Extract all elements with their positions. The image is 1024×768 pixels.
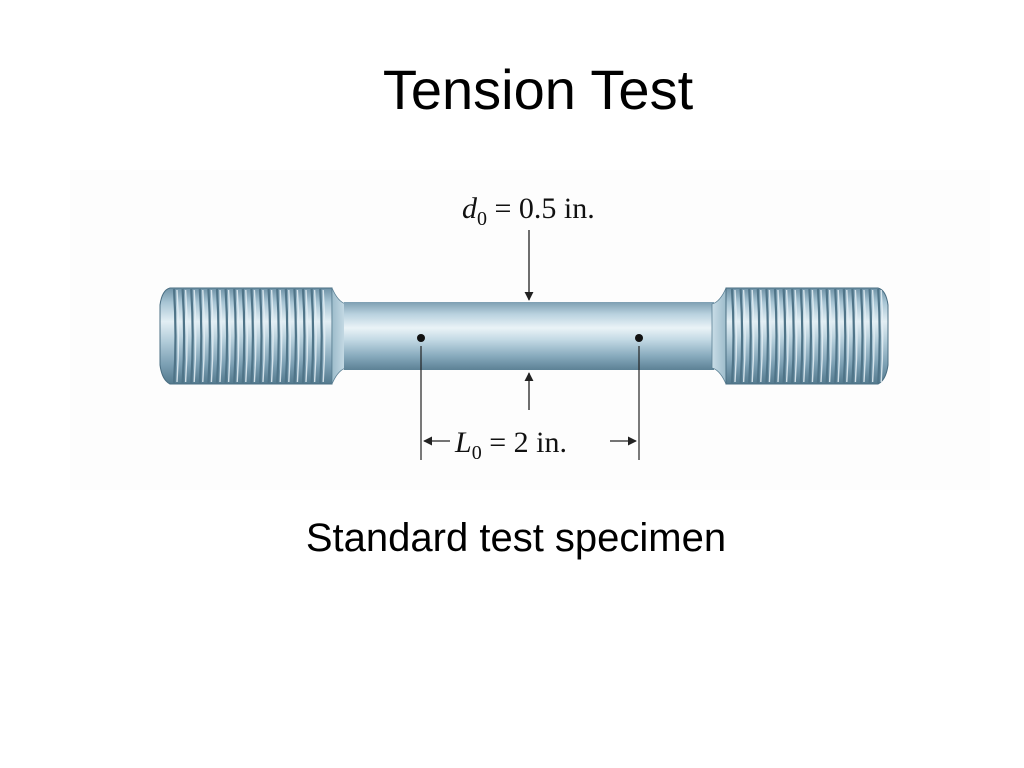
thread-ridge: [756, 288, 761, 384]
thread-highlight: [219, 289, 223, 383]
thread-ridge: [198, 288, 203, 384]
thread-ridge: [808, 288, 812, 384]
thread-ridge: [207, 288, 211, 384]
gauge-mark-right: [635, 334, 643, 342]
thread-ridge: [739, 288, 744, 384]
thread-ridge: [267, 288, 272, 384]
thread-highlight: [871, 289, 875, 383]
thread-ridge: [181, 288, 186, 384]
thread-ridge: [799, 288, 804, 384]
left-thread-ridges: [172, 288, 326, 384]
specimen-diagram: d0 = 0.5 in. L0 = 2 in.: [159, 192, 889, 464]
thread-highlight: [288, 289, 291, 383]
specimen-figure: d0 = 0.5 in. L0 = 2 in.: [70, 170, 990, 490]
thread-ridge: [293, 288, 297, 384]
thread-highlight: [854, 289, 858, 383]
thread-highlight: [742, 289, 746, 383]
thread-highlight: [176, 289, 180, 383]
thread-ridge: [233, 288, 237, 384]
thread-ridge: [851, 288, 855, 384]
thread-highlight: [313, 289, 317, 383]
thread-ridge: [258, 288, 263, 384]
gauge-mark-left: [417, 334, 425, 342]
thread-ridge: [190, 288, 194, 384]
thread-highlight: [803, 289, 806, 383]
thread-ridge: [816, 288, 821, 384]
thread-highlight: [846, 289, 849, 383]
diameter-symbol: d: [462, 192, 478, 225]
thread-highlight: [880, 289, 884, 383]
thread-ridge: [782, 288, 787, 384]
thread-ridge: [773, 288, 778, 384]
thread-ridge: [250, 288, 254, 384]
thread-ridge: [868, 288, 873, 384]
thread-highlight: [270, 289, 274, 383]
thread-highlight: [837, 289, 841, 383]
thread-ridge: [224, 288, 229, 384]
thread-ridge: [310, 288, 315, 384]
left-threaded-grip: [159, 287, 333, 385]
thread-ridge: [748, 288, 752, 384]
thread-highlight: [253, 289, 257, 383]
thread-highlight: [863, 289, 867, 383]
thread-highlight: [184, 289, 188, 383]
right-thread-ridges: [730, 288, 884, 384]
thread-highlight: [236, 289, 240, 383]
thread-highlight: [322, 289, 326, 383]
thread-highlight: [279, 289, 283, 383]
gauge-value: = 2 in.: [482, 426, 567, 459]
thread-highlight: [820, 289, 824, 383]
thread-highlight: [227, 289, 231, 383]
thread-highlight: [262, 289, 266, 383]
thread-highlight: [734, 289, 738, 383]
thread-ridge: [842, 288, 847, 384]
thread-ridge: [877, 288, 881, 384]
thread-ridge: [730, 288, 735, 384]
thread-ridge: [241, 288, 246, 384]
thread-highlight: [296, 289, 300, 383]
thread-highlight: [210, 289, 214, 383]
right-threaded-grip: [725, 287, 889, 385]
thread-highlight: [811, 289, 815, 383]
left-neck: [331, 287, 347, 385]
thread-ridge: [319, 288, 323, 384]
diameter-value: = 0.5 in.: [487, 192, 595, 225]
thread-ridge: [834, 288, 838, 384]
diameter-dimension: d0 = 0.5 in.: [462, 192, 595, 410]
diameter-subscript: 0: [477, 208, 487, 230]
thread-highlight: [202, 289, 205, 383]
thread-ridge: [765, 288, 769, 384]
thread-ridge: [215, 288, 220, 384]
thread-ridge: [301, 288, 306, 384]
thread-ridge: [791, 288, 795, 384]
reduced-shaft: [344, 302, 714, 370]
gauge-length-dimension: L0 = 2 in.: [420, 346, 640, 464]
thread-highlight: [785, 289, 789, 383]
thread-highlight: [794, 289, 798, 383]
thread-ridge: [859, 288, 864, 384]
thread-highlight: [305, 289, 309, 383]
thread-ridge: [825, 288, 830, 384]
thread-ridge: [276, 288, 280, 384]
gauge-subscript: 0: [472, 442, 482, 464]
figure-caption: Standard test specimen: [305, 516, 727, 560]
thread-highlight: [777, 289, 781, 383]
thread-highlight: [245, 289, 248, 383]
gauge-length-label: L0 = 2 in.: [454, 426, 567, 464]
thread-highlight: [751, 289, 755, 383]
thread-highlight: [193, 289, 197, 383]
thread-ridge: [172, 288, 177, 384]
slide-title: Tension Test: [382, 58, 694, 121]
thread-highlight: [768, 289, 772, 383]
thread-highlight: [760, 289, 763, 383]
right-neck: [711, 287, 727, 385]
gauge-symbol: L: [454, 426, 472, 459]
thread-highlight: [828, 289, 832, 383]
thread-ridge: [284, 288, 289, 384]
diameter-label: d0 = 0.5 in.: [462, 192, 595, 230]
